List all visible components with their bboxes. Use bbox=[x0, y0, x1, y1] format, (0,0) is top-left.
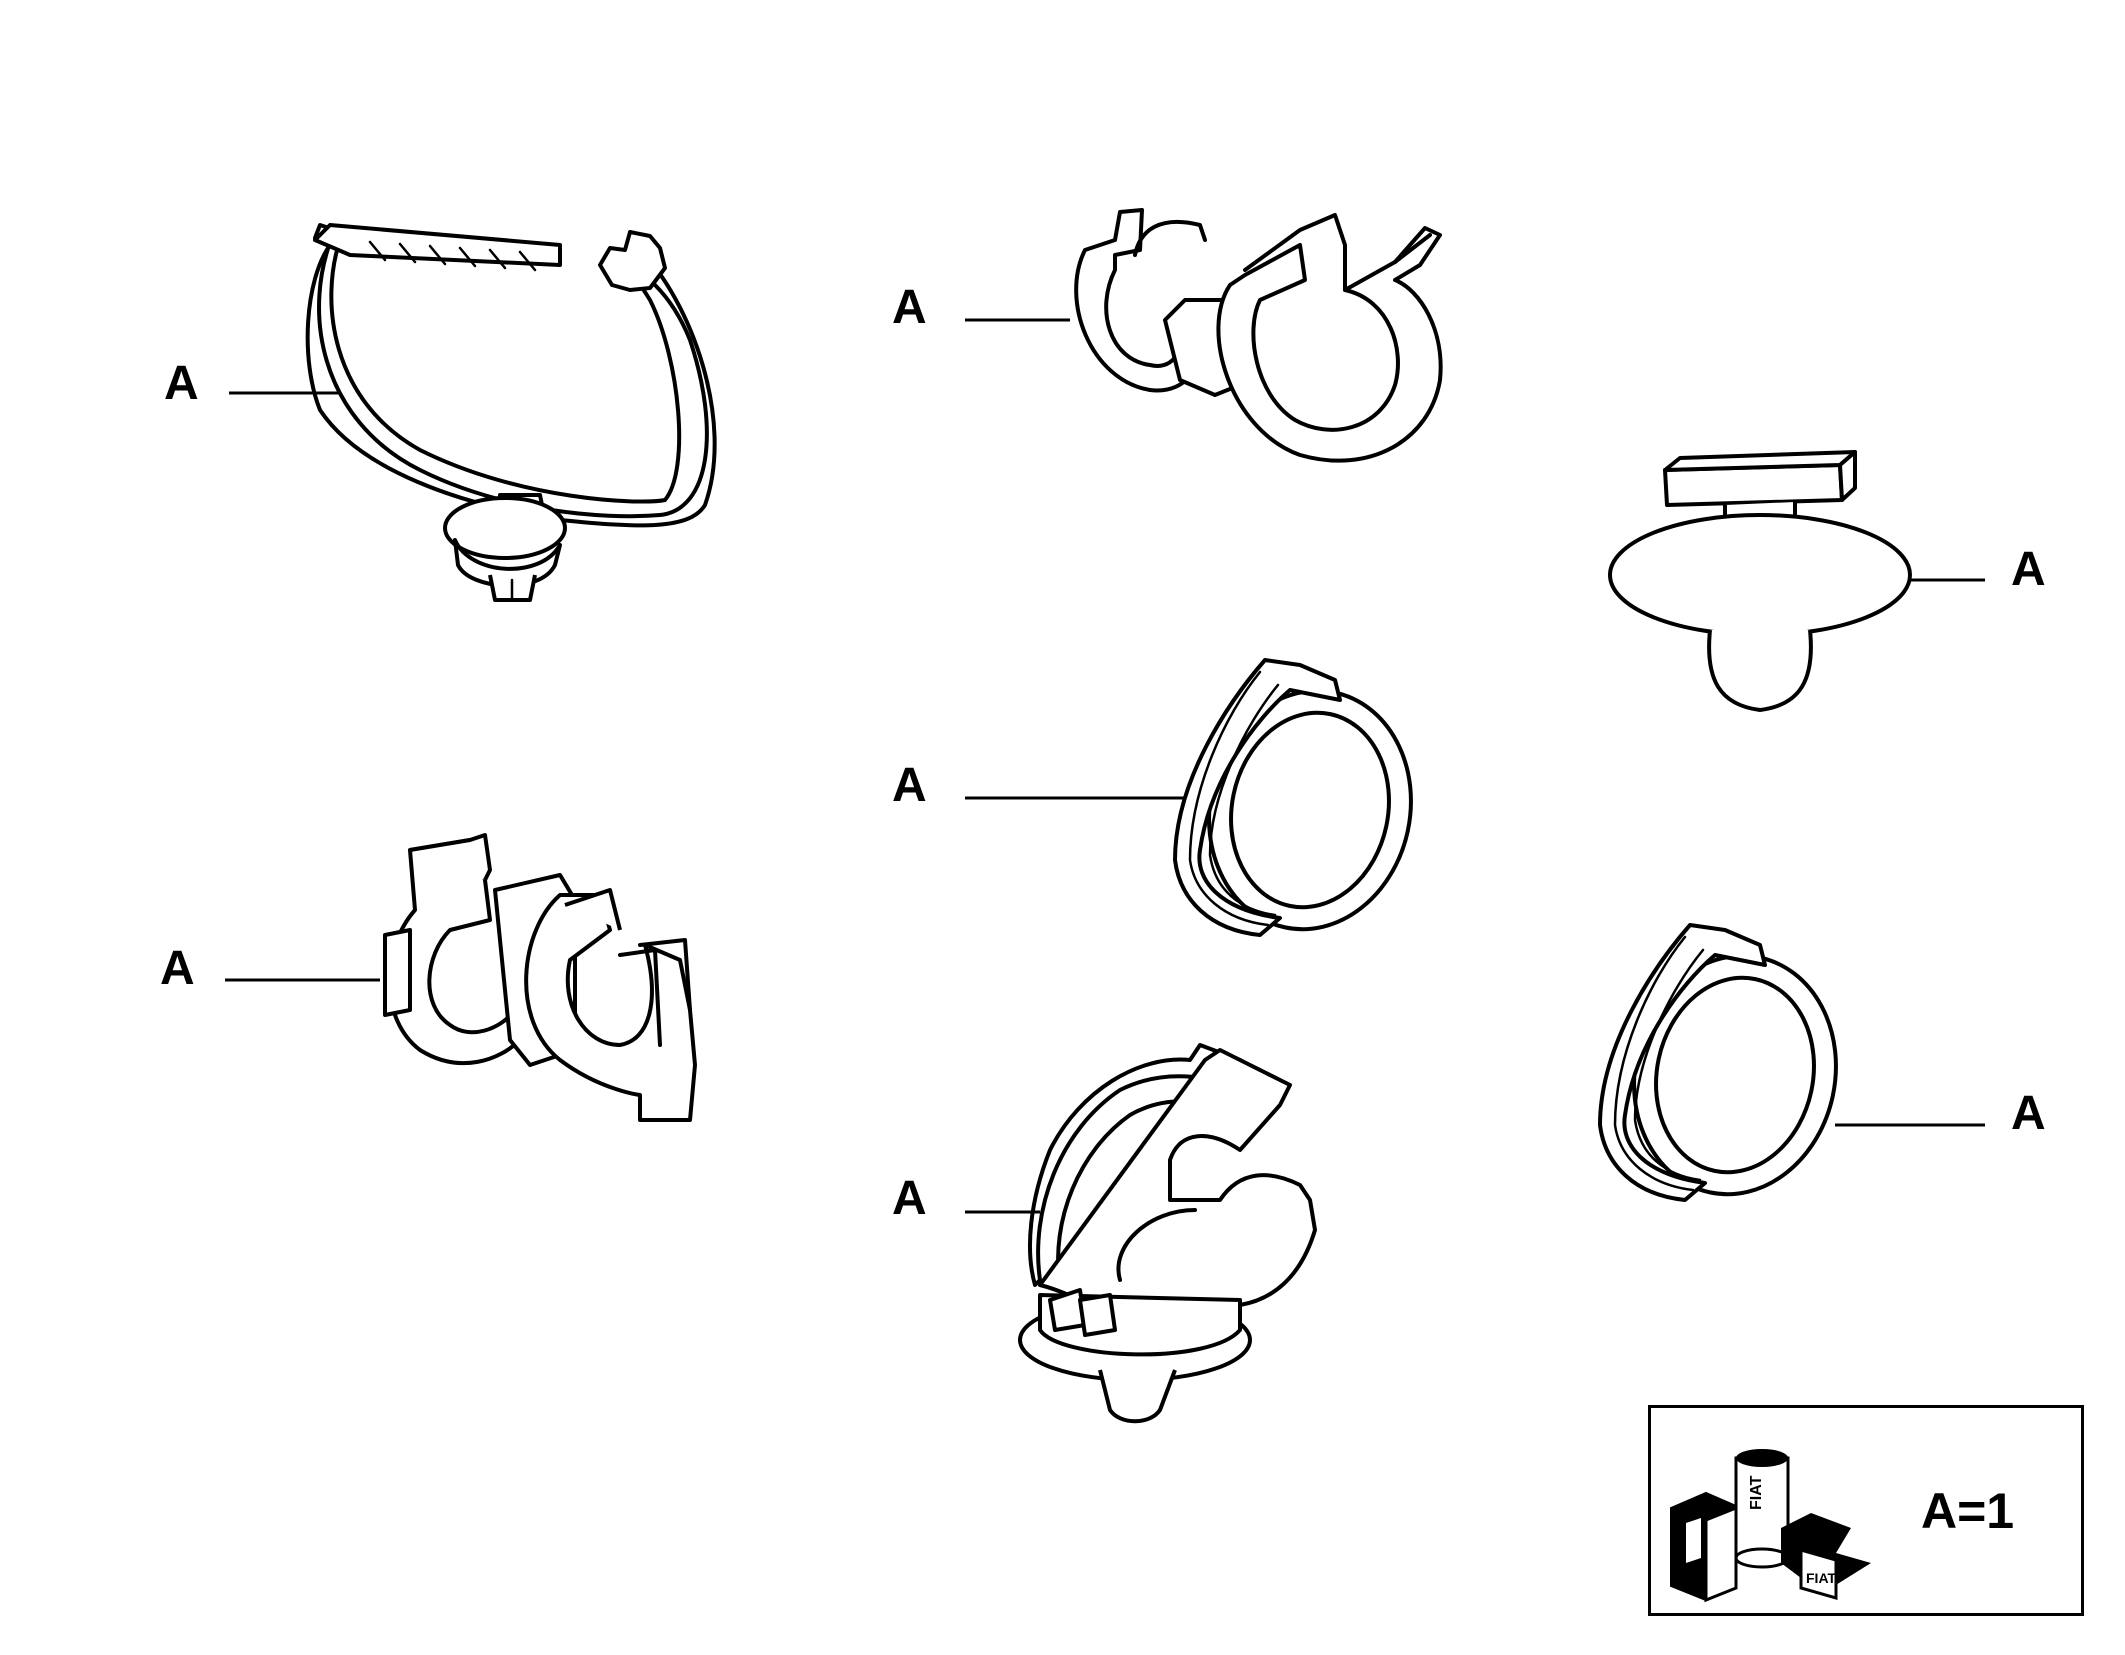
double-open-clip-part bbox=[383, 833, 697, 1122]
callout-label-5: A bbox=[160, 942, 195, 995]
callout-label-6: A bbox=[2011, 1087, 2046, 1140]
svg-text:FIAT: FIAT bbox=[1806, 1570, 1837, 1586]
callout-label-1: A bbox=[164, 357, 199, 410]
quantity-legend-box: FIAT FIAT FIAT A=1 bbox=[1648, 1405, 2084, 1616]
push-stud-part bbox=[1608, 450, 1912, 712]
callout-label-7: A bbox=[892, 1172, 927, 1225]
leader-lines bbox=[225, 318, 1985, 1214]
anchor-clip-part bbox=[1018, 1043, 1317, 1424]
hose-clamp-part-right bbox=[1598, 923, 1838, 1202]
double-pipe-clip-part bbox=[1074, 208, 1443, 463]
callout-label-4: A bbox=[892, 759, 927, 812]
quantity-label: A=1 bbox=[1921, 1483, 2015, 1539]
callout-label-2: A bbox=[892, 281, 927, 334]
fiat-parts-logo-icon: FIAT FIAT FIAT bbox=[1670, 1449, 1871, 1603]
cable-tie-clip-part bbox=[305, 223, 717, 602]
callout-label-3: A bbox=[2011, 543, 2046, 596]
svg-text:FIAT: FIAT bbox=[1690, 1562, 1704, 1588]
svg-text:FIAT: FIAT bbox=[1748, 1475, 1765, 1510]
hose-clamp-part-center bbox=[1173, 658, 1413, 937]
